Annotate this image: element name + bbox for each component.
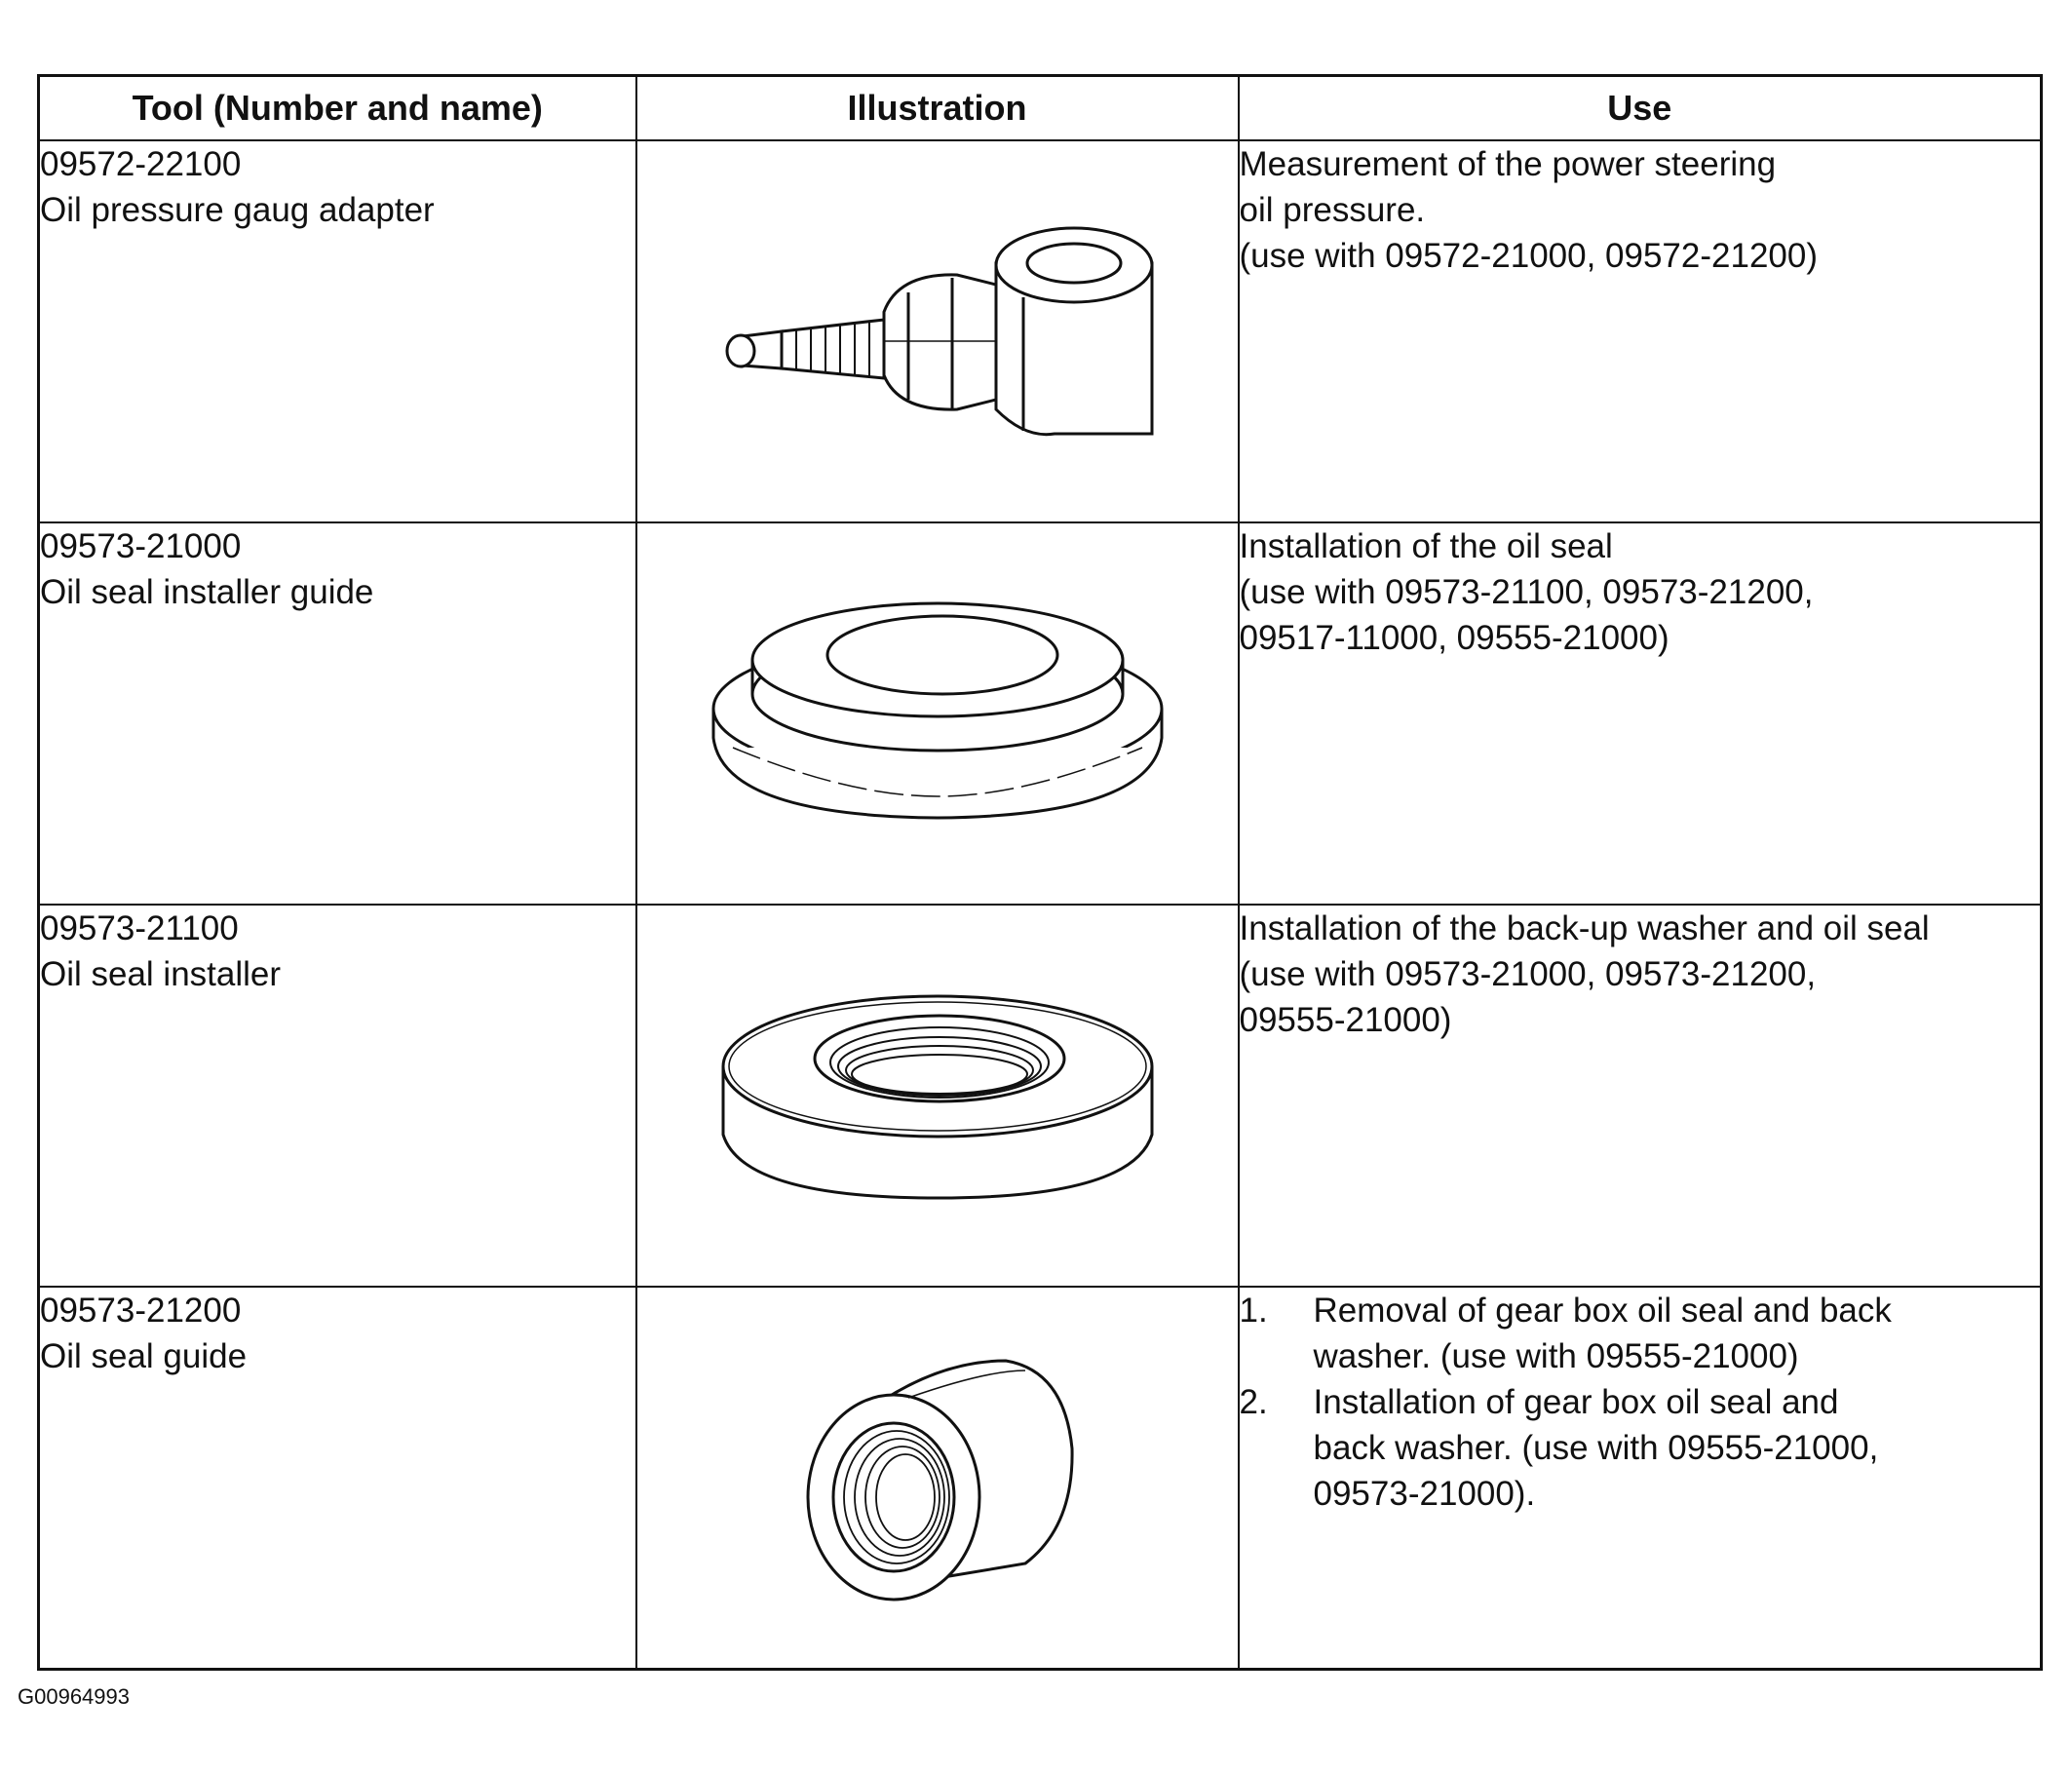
tool-cell: 09573-21100 Oil seal installer [37, 904, 637, 1288]
tool-name: Oil seal installer [40, 955, 282, 993]
header-illustration: Illustration [634, 74, 1240, 141]
use-text-line: back washer. (use with 09555-21000, [1313, 1429, 1879, 1467]
illustration-cell [634, 1286, 1240, 1671]
figure-id: G00964993 [18, 1684, 130, 1709]
list-item-number: 1. [1239, 1292, 1268, 1330]
use-text-line: Measurement of the power steering [1239, 145, 1777, 183]
use-text-line: 09555-21000) [1239, 1001, 1452, 1039]
use-cell: 1. Removal of gear box oil seal and back… [1237, 1286, 2043, 1671]
use-text-line: 09573-21000). [1313, 1475, 1536, 1513]
table-row: 09573-21000 Oil seal installer guide [37, 521, 2043, 906]
tool-cell: 09572-22100 Oil pressure gaug adapter [37, 139, 637, 523]
tool-cell: 09573-21200 Oil seal guide [37, 1286, 637, 1671]
illustration-cell [634, 521, 1240, 906]
tool-name: Oil pressure gaug adapter [40, 191, 435, 229]
tool-number: 09573-21200 [40, 1292, 242, 1330]
use-cell: Installation of the oil seal (use with 0… [1237, 521, 2043, 906]
use-numbered-list: 1. Removal of gear box oil seal and back… [1240, 1288, 2041, 1517]
tool-name: Oil seal installer guide [40, 573, 374, 611]
special-tools-table: Tool (Number and name) Illustration Use … [37, 74, 2043, 1671]
illustration-cell [634, 904, 1240, 1288]
table-row: 09573-21200 Oil seal guide [37, 1286, 2043, 1671]
use-cell: Measurement of the power steering oil pr… [1237, 139, 2043, 523]
use-cell: Installation of the back-up washer and o… [1237, 904, 2043, 1288]
use-text-line: (use with 09572-21000, 09572-21200) [1239, 237, 1819, 275]
illustration-cell [634, 139, 1240, 523]
use-text-line: washer. (use with 09555-21000) [1313, 1337, 1799, 1375]
header-use: Use [1237, 74, 2043, 141]
table-header-row: Tool (Number and name) Illustration Use [37, 74, 2043, 141]
tool-number: 09573-21100 [40, 909, 239, 947]
seal-installer-ring-icon [713, 988, 1162, 1203]
use-text-line: Removal of gear box oil seal and back [1313, 1292, 1892, 1330]
list-item-number: 2. [1239, 1383, 1268, 1421]
list-item: 2. Installation of gear box oil seal and… [1240, 1379, 2041, 1517]
use-text-line: 09517-11000, 09555-21000) [1239, 619, 1669, 657]
table-row: 09572-22100 Oil pressure gaug adapter [37, 139, 2043, 523]
use-text-line: oil pressure. [1239, 191, 1426, 229]
use-text-line: Installation of the oil seal [1239, 527, 1613, 565]
use-text-line: Installation of the back-up washer and o… [1239, 909, 1930, 947]
tool-name: Oil seal guide [40, 1337, 248, 1375]
seal-installer-guide-icon [704, 601, 1171, 826]
threaded-sleeve-icon [791, 1341, 1084, 1614]
tool-number: 09572-22100 [40, 145, 242, 183]
header-tool: Tool (Number and name) [37, 74, 637, 141]
tool-cell: 09573-21000 Oil seal installer guide [37, 521, 637, 906]
table-row: 09573-21100 Oil seal installer Installa [37, 904, 2043, 1288]
use-text-line: (use with 09573-21000, 09573-21200, [1239, 955, 1817, 993]
tool-number: 09573-21000 [40, 527, 242, 565]
use-text-line: Installation of gear box oil seal and [1313, 1383, 1839, 1421]
use-text-line: (use with 09573-21100, 09573-21200, [1239, 573, 1814, 611]
pressure-gauge-adapter-icon [704, 205, 1171, 458]
list-item: 1. Removal of gear box oil seal and back… [1240, 1288, 2041, 1379]
